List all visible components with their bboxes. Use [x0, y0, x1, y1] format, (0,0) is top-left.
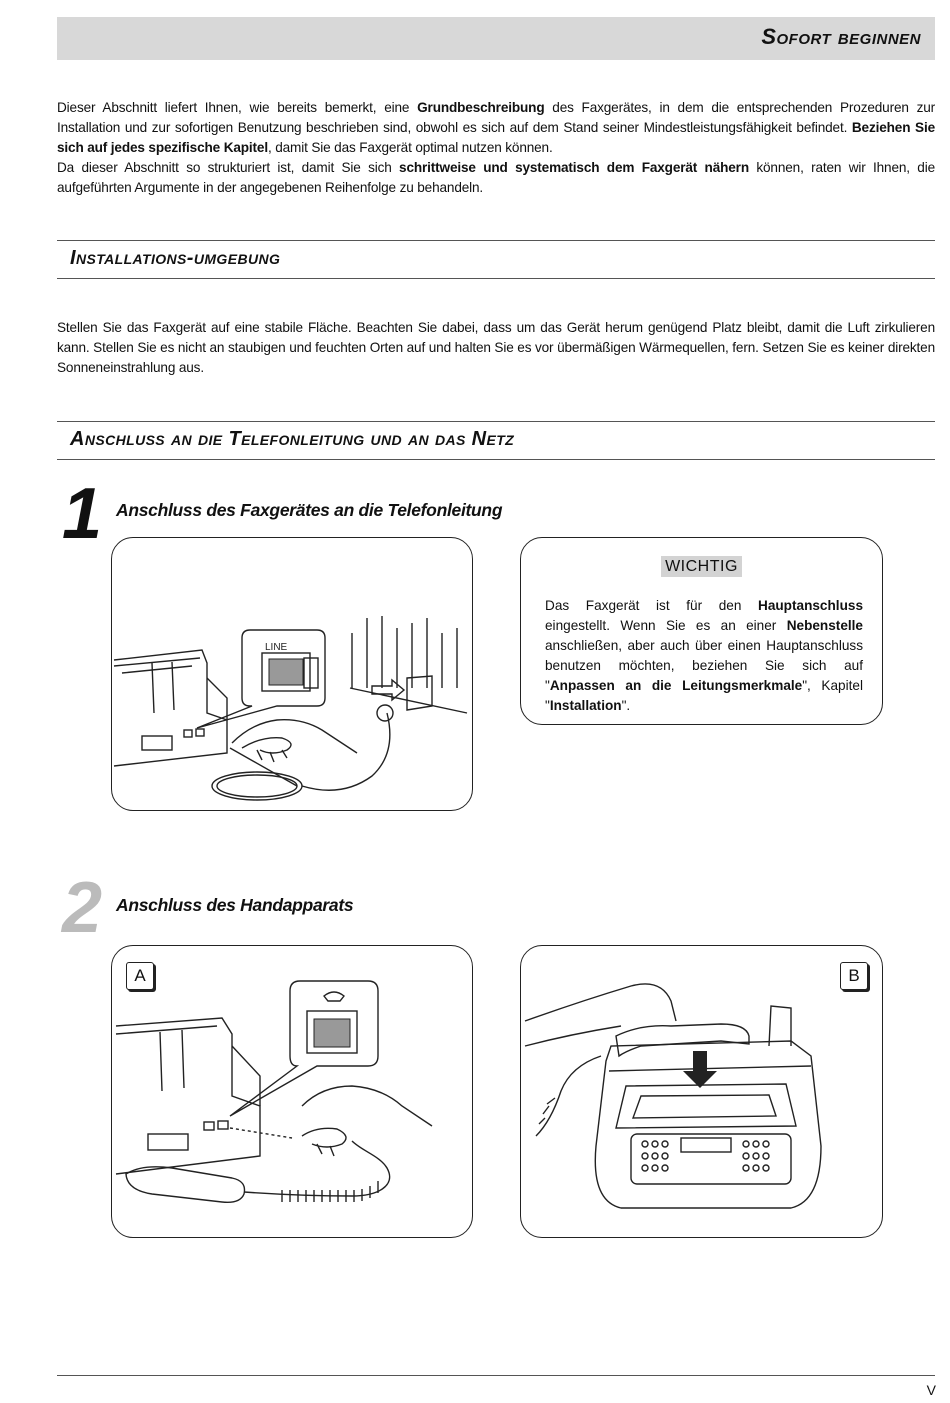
step-number-2: 2: [62, 868, 103, 948]
intro-paragraph-2: Da dieser Abschnitt so strukturiert ist,…: [57, 160, 936, 195]
important-notice-box: WICHTIG Das Faxgerät ist für den Hauptan…: [520, 537, 883, 725]
important-text: Das Faxgerät ist für den Hauptanschluss …: [545, 598, 863, 713]
fax-handset-placement-illustration: [524, 983, 822, 1209]
section-divider-bottom: [57, 459, 935, 460]
label-a-key: A: [126, 962, 154, 990]
line-label: LINE: [265, 642, 288, 653]
step-title-1: Anschluss des Faxgerätes an die Telefonl…: [116, 500, 503, 520]
important-label: WICHTIG: [661, 556, 742, 577]
page-number: V: [926, 1382, 936, 1398]
section-title-installation: Installations-umgebung: [70, 247, 281, 269]
illustration-handset-a: A: [111, 945, 473, 1238]
fax-line-illustration: LINE: [113, 616, 468, 801]
illustration-line-connection: LINE: [111, 537, 473, 811]
section-divider-top: [57, 240, 935, 241]
header-banner: Sofort beginnen: [57, 17, 935, 60]
step-number-1: 1: [62, 474, 103, 554]
section-divider-top: [57, 421, 935, 422]
section-title-anschluss: Anschluss an die Telefonleitung und an d…: [70, 428, 515, 450]
label-b-key: B: [840, 962, 868, 990]
step-title-2: Anschluss des Handapparats: [116, 895, 354, 915]
page-title: Sofort beginnen: [761, 24, 921, 49]
intro-paragraph-1: Dieser Abschnitt liefert Ihnen, wie bere…: [57, 100, 936, 155]
handset-connection-illustration: [115, 980, 433, 1204]
illustration-handset-b: B: [520, 945, 883, 1238]
section-divider-bottom: [57, 278, 935, 279]
intro-text: Dieser Abschnitt liefert Ihnen, wie bere…: [57, 98, 935, 198]
installation-text: Stellen Sie das Faxgerät auf eine stabil…: [57, 320, 935, 375]
footer-divider: [57, 1375, 935, 1376]
